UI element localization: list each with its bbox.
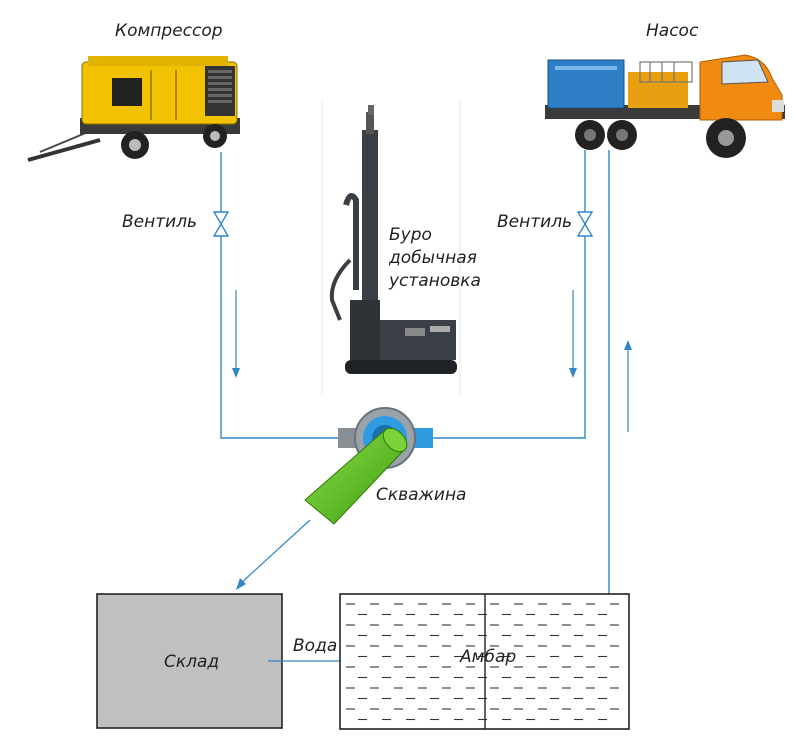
flow-arrow-well-to-warehouse <box>236 519 311 590</box>
warehouse-box <box>96 593 283 729</box>
pump-label: Насос <box>646 21 699 41</box>
water-label: Вода <box>293 636 337 656</box>
rig-label-line3: установка <box>388 271 481 291</box>
rig-label-line2: добычная <box>388 248 477 268</box>
pit-box <box>339 593 630 730</box>
flow-arrow-down-right <box>569 290 577 378</box>
flow-arrow-down-left <box>232 290 240 378</box>
rig-label-line1: Буро <box>389 225 432 245</box>
well-label: Скважина <box>376 485 466 505</box>
valve-left-icon <box>212 211 230 237</box>
valve-right-label: Вентиль <box>497 212 572 232</box>
drilling-rig-image <box>321 100 461 395</box>
compressor-image <box>27 56 240 162</box>
valve-left-label: Вентиль <box>122 212 197 232</box>
valve-right-icon <box>576 211 594 237</box>
pump-line <box>432 150 586 439</box>
pump-truck-image <box>545 54 785 158</box>
well-pipe-icon <box>304 427 408 525</box>
flow-arrow-up <box>624 340 632 432</box>
pit-label: Амбар <box>459 647 516 667</box>
compressor-line <box>220 152 340 439</box>
compressor-label: Компрессор <box>115 21 223 41</box>
warehouse-label: Склад <box>164 652 219 672</box>
